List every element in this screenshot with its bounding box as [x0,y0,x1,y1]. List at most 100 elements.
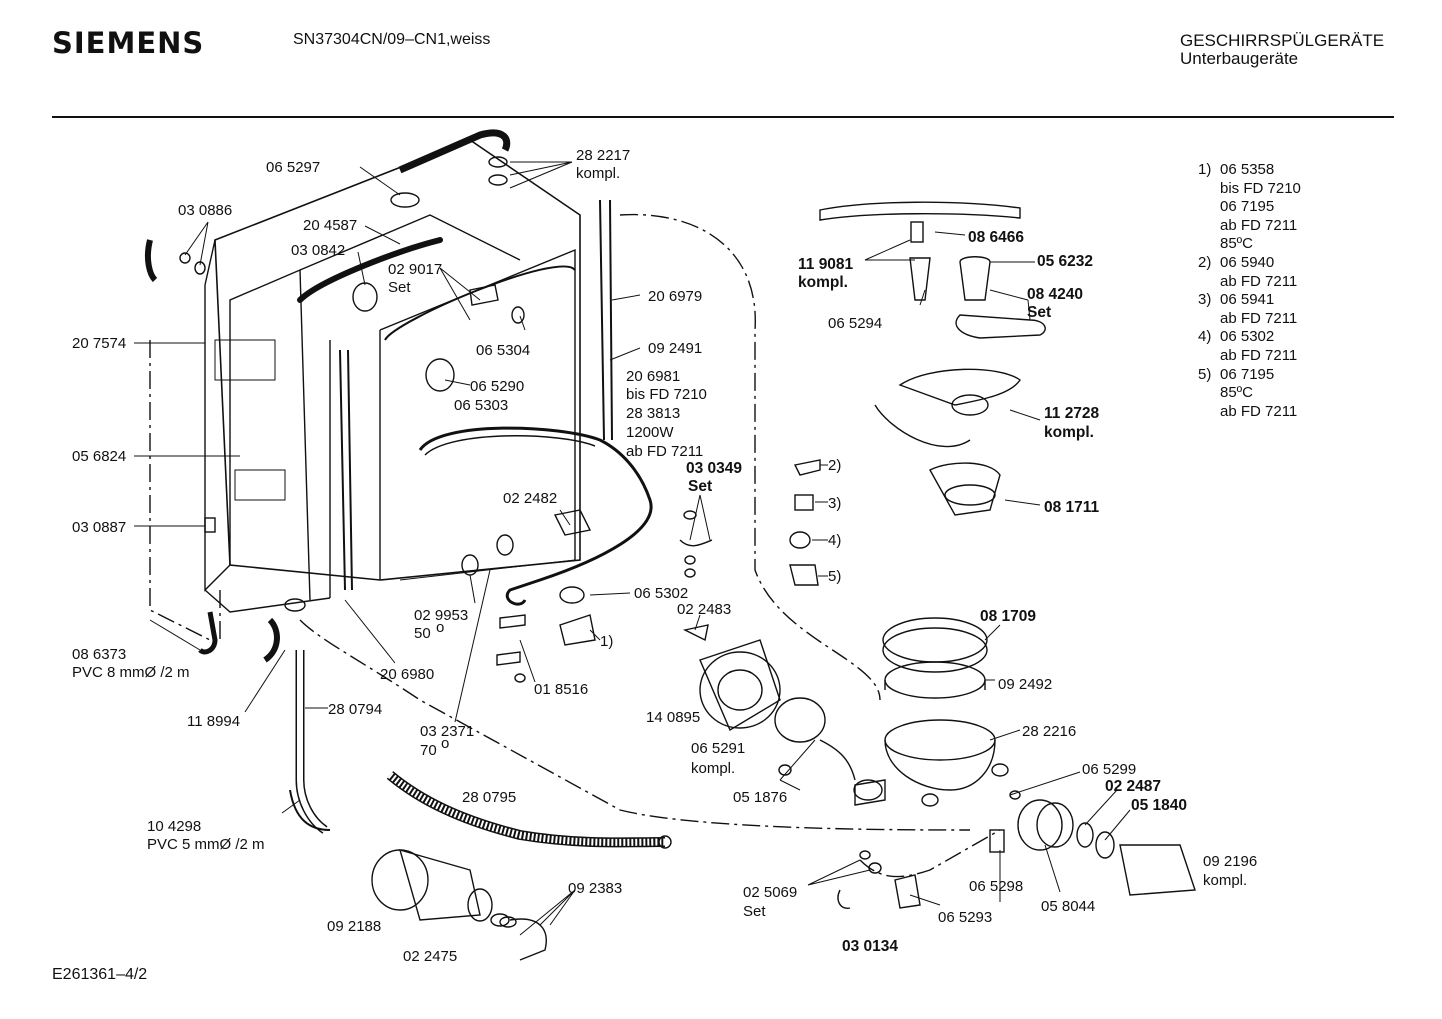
label-092492: 09 2492 [998,676,1052,693]
label-282216: 28 2216 [1022,723,1076,740]
label-092196: 09 2196 [1203,853,1257,870]
footnote-1: 1)06 5358 [1198,161,1275,178]
category-subtitle: Unterbaugeräte [1180,49,1299,68]
label-065293: 06 5293 [938,909,992,926]
label-280794: 28 0794 [328,701,382,718]
label-029953: 02 9953 [414,607,468,624]
label-065290: 06 5290 [470,378,524,395]
label-118994: 11 8994 [187,713,240,730]
degree-sign-50: o [436,619,444,636]
heater-pump-assembly [989,790,1196,896]
footnote-2: 2)06 5940 [1198,253,1275,271]
label-030349: 03 0349 [686,460,742,477]
footnote-ref-5: 5) [828,568,841,585]
label-092491: 09 2491 [648,340,702,357]
label-084240-set: Set [1027,304,1051,321]
sump-assembly [882,617,1009,807]
footnote-ref-2: 2) [828,457,841,474]
dashdot-guides [149,213,1001,878]
footnote-4: 4)06 5302 [1198,328,1275,346]
label-065297: 06 5297 [266,159,320,176]
label-022483: 02 2483 [677,601,731,618]
label-030887: 03 0887 [72,519,126,536]
label-029953-temp: 50 [414,625,431,642]
leader-lines [134,161,1131,936]
label-065291: 06 5291 [691,740,745,757]
label-030134: 03 0134 [842,938,898,955]
label-056824: 05 6824 [72,448,126,465]
model-number: SN37304CN/09–CN1,weiss [293,31,491,48]
drain-pump [371,848,547,961]
label-119081: 11 9081 [798,256,854,273]
heating-element [418,426,653,606]
footnote-3: 3)06 5941 [1198,291,1275,309]
label-204587: 20 4587 [303,217,357,234]
label-092196-kompl: kompl. [1203,872,1247,889]
label-022487: 02 2487 [1105,778,1161,795]
category-title: GESCHIRRSPÜLGERÄTE [1180,31,1385,50]
footnote-ref-1: 1) [600,633,613,650]
label-022475: 02 2475 [403,948,457,965]
label-022482: 02 2482 [503,490,557,507]
label-065294: 06 5294 [828,315,882,332]
drawing-lines [134,129,1196,961]
small-parts [179,252,921,927]
label-092188: 09 2188 [327,918,381,935]
label-030842: 03 0842 [291,242,345,259]
label-283813: 28 3813 [626,405,680,422]
label-206981: 20 6981 [626,368,680,385]
label-029017: 02 9017 [388,261,442,278]
footnote-ref-3: 3) [828,495,841,512]
label-051840: 05 1840 [1131,797,1187,814]
label-112728: 11 2728 [1044,405,1100,422]
label-092383: 09 2383 [568,880,622,897]
label-065298: 06 5298 [969,878,1023,895]
label-018516: 01 8516 [534,681,588,698]
footnote-5: 5)06 7195 [1198,365,1275,383]
label-065299: 06 5299 [1082,761,1136,778]
label-207574: 20 7574 [72,335,126,352]
label-119081-kompl: kompl. [798,274,848,291]
label-051876: 05 1876 [733,789,787,806]
label-086373: 08 6373 [72,646,126,663]
drawing-id: E261361–4/2 [52,966,148,983]
label-056232: 05 6232 [1037,253,1093,270]
label-032371-temp: 70 [420,742,437,759]
label-086373-pvc: PVC 8 mmØ /2 m [72,664,190,681]
footnote-ref-4: 4) [828,532,841,549]
label-025069: 02 5069 [743,884,797,901]
label-282217: 28 2217 [576,147,630,164]
label-206981-bis: bis FD 7210 [626,386,707,403]
label-104298-pvc: PVC 5 mmØ /2 m [147,836,265,853]
label-280795: 28 0795 [462,789,516,806]
upper-spray-arm [819,201,1046,339]
label-030349-set: Set [688,478,712,495]
part-labels: 06 5297 28 2217 kompl. 03 0886 20 4587 0… [72,147,1257,965]
label-206979: 20 6979 [648,288,702,305]
label-140895: 14 0895 [646,709,700,726]
drain-hoses [144,239,672,849]
header-divider [52,116,1394,118]
label-065291-kompl: kompl. [691,760,735,777]
filter-assembly [874,368,1021,516]
label-029017-set: Set [388,279,411,296]
label-065302: 06 5302 [634,585,688,602]
label-058044: 05 8044 [1041,898,1095,915]
label-065303: 06 5303 [454,397,508,414]
label-032371: 03 2371 [420,723,474,740]
label-030886: 03 0886 [178,202,232,219]
label-065304: 06 5304 [476,342,530,359]
circulation-pump [699,639,883,801]
label-025069-set: Set [743,903,766,920]
label-283813-ab: ab FD 7211 [626,443,703,460]
label-081711: 08 1711 [1044,499,1100,516]
label-206980: 20 6980 [380,666,434,683]
label-086466: 08 6466 [968,229,1024,246]
label-282217-kompl: kompl. [576,165,620,182]
siemens-logo: SIEMENS [52,26,205,60]
upper-spray-pipe [297,129,511,303]
label-081709: 08 1709 [980,608,1036,625]
label-104298: 10 4298 [147,818,201,835]
degree-sign-70: o [441,735,449,752]
